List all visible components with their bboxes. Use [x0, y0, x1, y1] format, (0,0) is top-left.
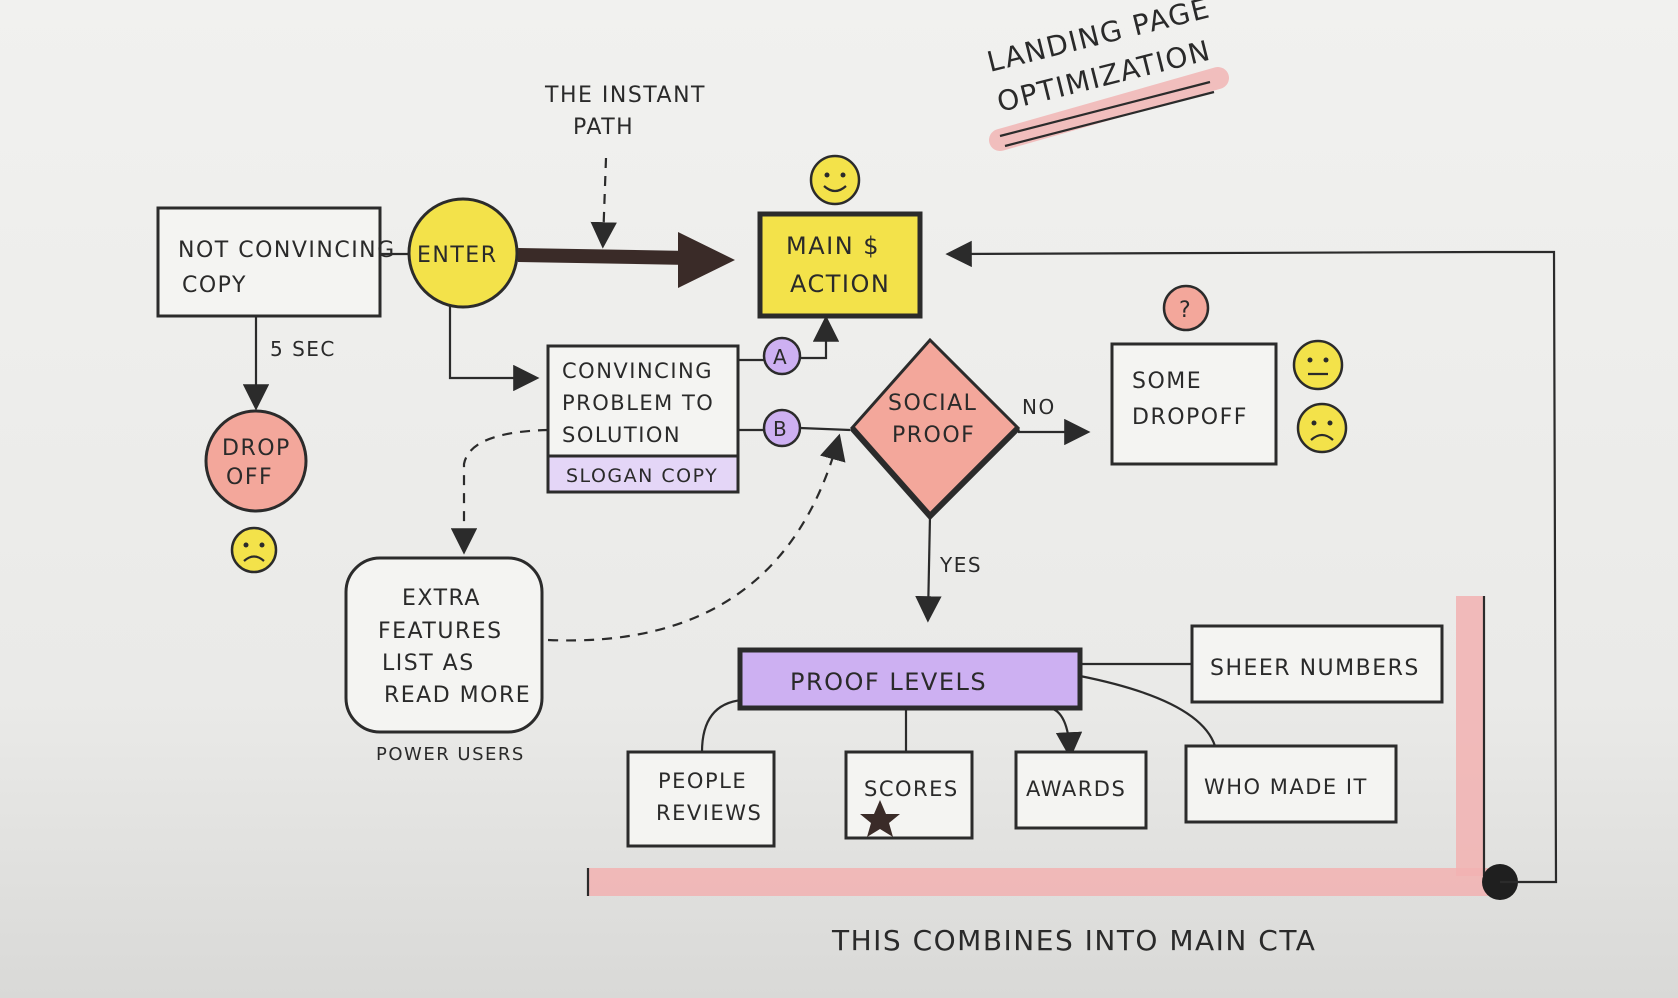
a-to-main-arrow	[800, 315, 840, 360]
sad-face-icon	[1296, 402, 1348, 454]
node-people-reviews: PEOPLE REVIEWS	[626, 750, 776, 848]
proof-levels-label: PROOF LEVELS	[790, 668, 987, 696]
awards-label: AWARDS	[1026, 777, 1126, 801]
node-awards: AWARDS	[1014, 750, 1148, 830]
extra-features-line1: EXTRA	[402, 586, 481, 611]
enter-to-main-arrow-shaft	[517, 248, 691, 265]
node-who-made-it: WHO MADE IT	[1184, 744, 1398, 824]
convincing-line2: PROBLEM TO	[562, 391, 714, 415]
node-sheer-numbers: SHEER NUMBERS	[1190, 624, 1444, 704]
social-proof-line1: SOCIAL	[888, 391, 977, 416]
neutral-face-icon	[1292, 339, 1344, 391]
extra-features-line2: FEATURES	[378, 619, 503, 644]
social-proof-line2: PROOF	[892, 423, 975, 448]
node-some-dropoff: ? SOME DROPOFF	[1110, 284, 1278, 466]
extra-features-line3: LIST AS	[382, 651, 475, 676]
instant-path-annotation: THE INSTANT PATH	[544, 83, 706, 249]
main-action-line1: MAIN $	[786, 232, 880, 260]
question-badge-label: ?	[1179, 298, 1192, 323]
enter-to-main-arrow-head	[678, 232, 735, 288]
happy-face-icon	[809, 154, 861, 206]
combines-caption: THIS COMBINES INTO MAIN CTA	[831, 924, 1316, 957]
instant-path-arrow	[590, 157, 617, 249]
yes-arrow	[915, 515, 942, 623]
sad-face-icon	[230, 526, 278, 574]
node-not-convincing-copy: NOT CONVINCING COPY	[156, 206, 396, 318]
power-users-label: POWER USERS	[376, 744, 525, 765]
badge-b: B	[762, 408, 802, 448]
extra-to-social-dashed	[547, 433, 846, 642]
combine-to-main-loop	[945, 240, 1558, 884]
enter-to-convincing-arrow	[448, 306, 540, 392]
slogan-copy: SLOGAN COPY	[566, 465, 718, 487]
convincing-line1: CONVINCING	[562, 359, 713, 383]
badge-a-label: A	[773, 345, 788, 369]
instant-path-line2: PATH	[573, 115, 634, 140]
five-sec-label: 5 SEC	[270, 337, 336, 361]
b-to-social-line	[799, 426, 851, 432]
no-label: NO	[1022, 395, 1056, 419]
node-social-proof: SOCIAL PROOF	[849, 337, 1021, 521]
star-icon	[860, 800, 900, 837]
sheer-numbers-label: SHEER NUMBERS	[1210, 656, 1420, 681]
not-convincing-line1: NOT CONVINCING	[178, 238, 396, 263]
badge-a: A	[762, 336, 802, 376]
people-reviews-line1: PEOPLE	[658, 769, 747, 793]
drop-off-line1: DROP	[222, 436, 291, 461]
convincing-line3: SOLUTION	[562, 423, 681, 447]
people-reviews-line2: REVIEWS	[656, 801, 762, 825]
enter-label: ENTER	[417, 243, 497, 268]
combine-highlight	[586, 596, 1496, 896]
drop-off-line2: OFF	[226, 465, 273, 490]
who-made-it-label: WHO MADE IT	[1204, 775, 1368, 799]
badge-b-label: B	[773, 417, 788, 441]
node-main-action: MAIN $ ACTION	[757, 154, 923, 319]
convincing-to-extra-dashed	[450, 428, 549, 555]
node-drop-off: DROP OFF	[204, 409, 308, 513]
node-scores: SCORES	[844, 750, 974, 840]
some-dropoff-line1: SOME	[1132, 369, 1202, 394]
not-convincing-line2: COPY	[182, 273, 247, 298]
scores-label: SCORES	[864, 777, 959, 801]
node-extra-features: EXTRA FEATURES LIST AS READ MORE	[344, 556, 544, 734]
node-proof-levels: PROOF LEVELS	[737, 647, 1083, 711]
main-action-line2: ACTION	[790, 270, 890, 298]
instant-path-line1: THE INSTANT	[544, 83, 706, 108]
node-convincing-copy: CONVINCING PROBLEM TO SOLUTION SLOGAN CO…	[546, 344, 740, 494]
title: LANDING PAGE OPTIMIZATION	[984, 0, 1229, 151]
node-enter: ENTER	[407, 197, 519, 309]
question-badge	[1162, 284, 1210, 332]
some-dropoff-line2: DROPOFF	[1132, 405, 1248, 430]
title-underline	[999, 80, 1215, 148]
extra-features-line4: READ MORE	[384, 683, 531, 708]
yes-label: YES	[939, 553, 982, 577]
